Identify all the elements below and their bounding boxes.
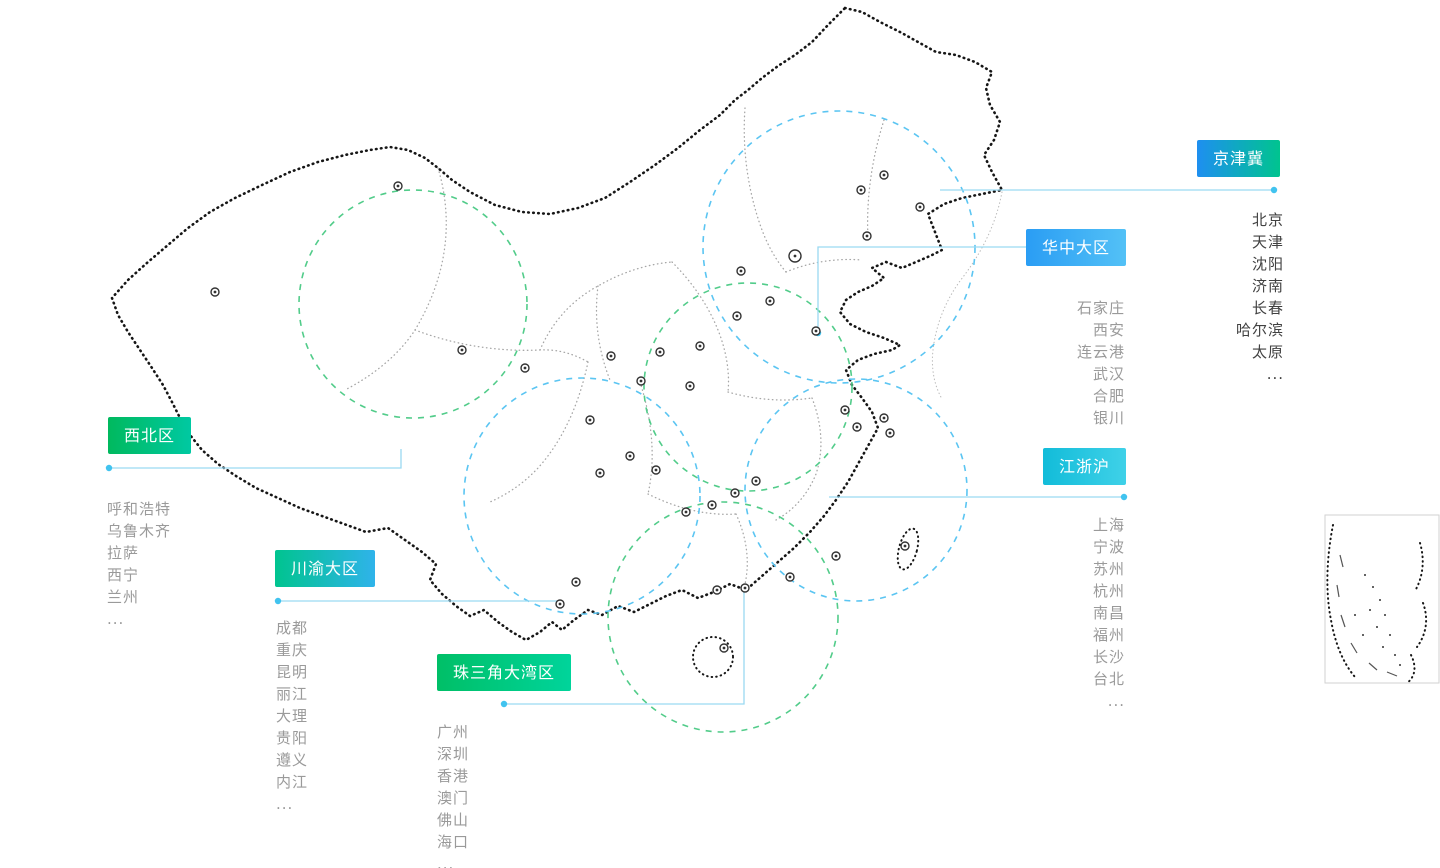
connector-dot-jiangzhehu [1120, 493, 1128, 501]
city-list-chuanyu: 成都 重庆 昆明 丽江 大理 贵阳 遵义 内江 ... [276, 619, 309, 813]
city-markers [210, 170, 925, 653]
region-label-xibei[interactable]: 西北区 [108, 417, 192, 454]
city-list-xibei: 呼和浩特 乌鲁木齐 拉萨 西宁 兰州 ... [107, 500, 172, 628]
connector-huazhong [817, 246, 1026, 331]
region-label-jiangzhehu[interactable]: 江浙沪 [1043, 448, 1127, 485]
region-circles [298, 110, 976, 733]
city-list-huazhong: 石家庄 西安 连云港 武汉 合肥 银川 [1076, 299, 1125, 427]
region-label-zhusanjiao[interactable]: 珠三角大湾区 [437, 654, 572, 691]
province-borders [344, 107, 1003, 589]
label-connectors [105, 186, 1278, 708]
region-circle-zhusanjiao [607, 501, 839, 733]
region-label-jingjinji[interactable]: 京津冀 [1197, 140, 1281, 177]
region-circle-xibei [298, 189, 528, 419]
city-list-jiangzhehu: 上海 宁波 苏州 杭州 南昌 福州 长沙 台北 ... [1092, 516, 1125, 710]
city-list-zhusanjiao: 广州 深圳 香港 澳门 佛山 海口 ... [437, 723, 470, 868]
connector-dot-xibei [105, 464, 113, 472]
region-label-huazhong[interactable]: 华中大区 [1026, 229, 1127, 266]
region-circle-huazhong [643, 282, 853, 492]
connector-dot-zhusanjiao [500, 700, 508, 708]
region-circle-jiangzhehu [744, 378, 968, 602]
taiwan-island [896, 527, 920, 571]
connector-dot-chuanyu [274, 597, 282, 605]
hainan-island [692, 636, 734, 678]
china-map-outline [110, 6, 1004, 642]
region-label-chuanyu[interactable]: 川渝大区 [275, 550, 376, 587]
connector-dot-jingjinji [1270, 186, 1278, 194]
city-list-jingjinji: 北京 天津 沈阳 济南 长春 哈尔滨 太原 ... [1235, 211, 1284, 383]
south-china-sea-inset [1324, 514, 1440, 684]
connector-xibei [109, 449, 402, 469]
connector-zhusanjiao [504, 589, 745, 705]
region-circle-chuanyu [463, 377, 701, 615]
